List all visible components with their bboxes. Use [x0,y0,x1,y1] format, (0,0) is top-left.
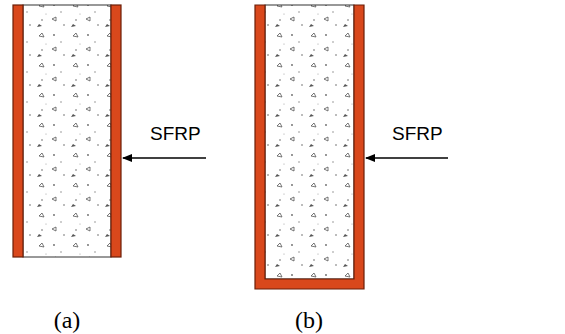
column-b [255,5,364,289]
panel-label: (a) [54,308,81,332]
sfrp-sheet [13,5,23,257]
material-label: SFRP [392,124,443,143]
leader-arrow [366,157,448,158]
sfrp-sheet [111,5,121,257]
sfrp-jacket [255,5,364,289]
leader-arrow [123,157,206,158]
material-label: SFRP [150,124,201,143]
column-a [13,5,121,257]
panel-label: (b) [295,308,323,332]
